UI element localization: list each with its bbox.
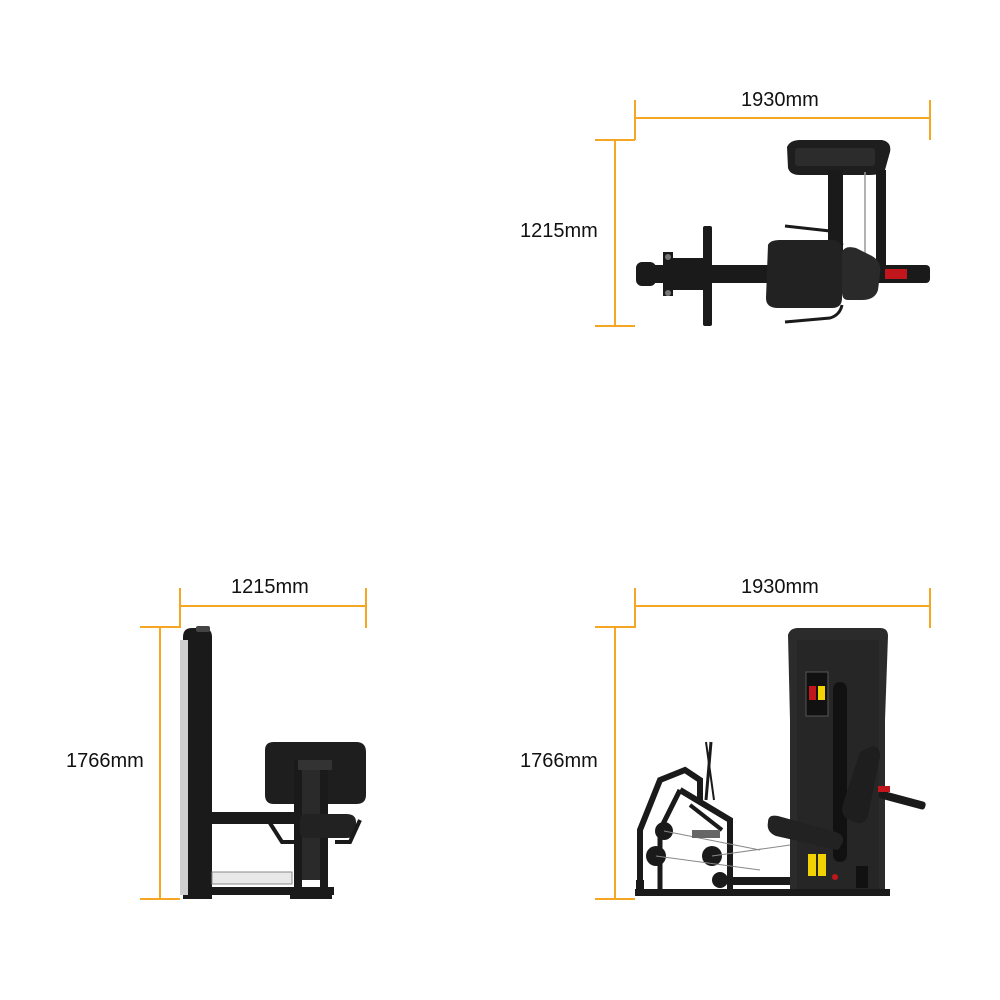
top-view-machine xyxy=(636,140,930,326)
front-view-height-label: 1766mm xyxy=(520,750,598,772)
top-view-depth-dimension xyxy=(595,139,635,327)
front-view-width-label: 1930mm xyxy=(741,576,819,598)
front-view-height-dimension xyxy=(595,626,635,900)
front-view-width-dimension xyxy=(634,588,931,628)
side-view-depth-dimension xyxy=(179,588,367,628)
front-view-machine xyxy=(635,628,926,896)
top-view-width-label: 1930mm xyxy=(741,89,819,111)
side-view-height-label: 1766mm xyxy=(66,750,144,772)
side-view-height-dimension xyxy=(140,626,180,900)
dimension-lines xyxy=(140,100,931,900)
side-view-depth-label: 1215mm xyxy=(231,576,309,598)
top-view-depth-label: 1215mm xyxy=(520,220,598,242)
top-view-width-dimension xyxy=(634,100,931,140)
side-view-machine xyxy=(180,626,366,899)
